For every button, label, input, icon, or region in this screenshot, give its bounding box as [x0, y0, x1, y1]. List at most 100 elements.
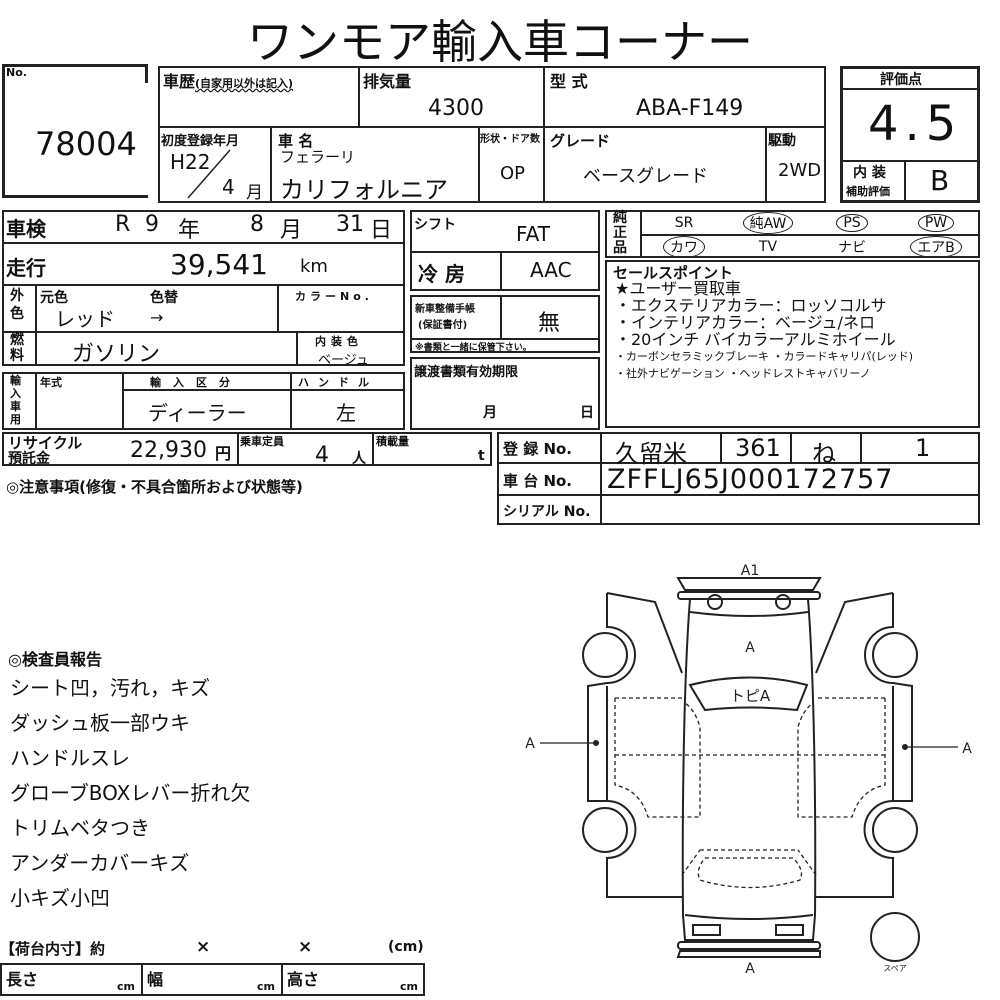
- option-cell: エアB: [894, 235, 978, 259]
- left-damage-dot: [593, 740, 599, 746]
- day-unit: 日: [370, 218, 393, 243]
- divider: [790, 432, 792, 462]
- option-2: PS: [836, 214, 868, 232]
- sales-point-line: ・カーボンセラミックブレーキ ・カラードキャリパ(レッド): [615, 350, 914, 363]
- report-line: シート凹，汚れ，キズ: [10, 676, 210, 700]
- rating-label: 評価点: [880, 72, 922, 88]
- divider: [840, 88, 980, 90]
- vehicle-header-table: [158, 66, 826, 203]
- details-table: [2, 210, 405, 366]
- diagram-label-spare: スペア: [883, 964, 906, 973]
- yen: 円: [215, 444, 232, 463]
- doors-value: OP: [500, 163, 526, 184]
- manual-table: [410, 295, 600, 353]
- option-5: TV: [758, 239, 778, 255]
- divider: [122, 372, 124, 430]
- divider: [35, 372, 37, 430]
- orig-color-label: 元色: [40, 290, 68, 306]
- divider: [277, 284, 279, 331]
- interior-color-label: 内装色: [315, 335, 363, 348]
- manual-label-2: (保証書付): [418, 320, 468, 331]
- cargo-table: [0, 963, 425, 996]
- transfer-label: 譲渡書類有効期限: [414, 365, 519, 380]
- divider: [122, 389, 405, 391]
- date-slash: [187, 149, 231, 199]
- exterior-label: 外色: [10, 288, 24, 322]
- person-unit: 人: [352, 451, 366, 467]
- sales-point-line: ・20インチ バイカラーアルミホイール: [615, 330, 896, 349]
- drive-label: 駆動: [768, 133, 796, 149]
- mileage-value: 39,541: [170, 248, 268, 281]
- chassis-no-label: 車 台 No.: [503, 472, 573, 490]
- divider: [358, 66, 360, 127]
- year-unit: 年: [178, 218, 201, 243]
- option-4: カワ: [663, 236, 705, 258]
- handle-label: ハンドル: [298, 376, 378, 389]
- car-name-label: 車 名: [278, 132, 314, 150]
- divider: [290, 372, 292, 430]
- history-label: 車歴: [163, 72, 196, 91]
- length-label: 長さ: [6, 970, 39, 989]
- diagram-label-right: A: [962, 741, 972, 757]
- divider: [372, 432, 374, 466]
- sales-points-box: [605, 260, 980, 428]
- model-year-label: 年式: [40, 376, 62, 389]
- option-cell: PW: [894, 211, 978, 235]
- first-reg-month: 4: [222, 175, 235, 199]
- displacement-label: 排気量: [363, 72, 412, 91]
- divider: [497, 462, 980, 464]
- divider: [145, 67, 148, 83]
- diagram-label-left: A: [525, 736, 535, 752]
- displacement-value: 4300: [428, 96, 484, 121]
- option-cell: PS: [810, 211, 894, 235]
- divider: [270, 126, 272, 203]
- width-label: 幅: [147, 970, 164, 989]
- recycle-label-2: 預託金: [8, 451, 50, 467]
- model-code-value: ABA-F149: [636, 96, 744, 121]
- sales-point-line: ・インテリアカラー：ベージュ/ネロ: [615, 313, 875, 332]
- length-unit: cm: [117, 980, 135, 993]
- divider: [281, 963, 283, 996]
- report-line: トリムベタつき: [10, 816, 150, 840]
- maker: フェラーリ: [280, 148, 356, 166]
- color-change-label: 色替: [150, 290, 178, 306]
- reg-class: 361: [735, 434, 781, 462]
- divider: [904, 160, 906, 203]
- report-line: ダッシュ板一部ウキ: [10, 711, 190, 735]
- divider: [720, 432, 722, 462]
- grade-label: グレード: [550, 132, 611, 150]
- reg-kana: ね: [812, 440, 836, 468]
- car-body: [582, 577, 920, 962]
- lot-number-box: [2, 64, 148, 198]
- cargo-unit: (cm): [388, 939, 424, 955]
- rating-score: 4.5: [868, 96, 963, 152]
- divider: [478, 126, 480, 203]
- sales-points-label: セールスポイント: [613, 264, 734, 282]
- inspection-label: 車検: [6, 217, 46, 241]
- cargo-x2: ×: [298, 937, 313, 957]
- month-unit-2: 月: [280, 218, 303, 243]
- history-note: (自家用以外は記入): [195, 77, 294, 90]
- divider: [410, 338, 600, 340]
- option-6: ナビ: [838, 240, 866, 256]
- divider: [765, 126, 767, 203]
- first-reg-year: H22: [170, 150, 211, 174]
- recycle-table: [2, 432, 492, 466]
- shift-label: シフト: [414, 217, 456, 233]
- reg-region: 久留米: [615, 440, 687, 468]
- fuel-value: ガソリン: [72, 342, 161, 367]
- no-label: No.: [6, 66, 27, 79]
- doors-label: 形状・ドア数: [480, 134, 540, 145]
- diagram-label-windshield: トピA: [730, 687, 771, 705]
- inspection-year: 9: [145, 212, 159, 237]
- option-0: SR: [674, 215, 694, 231]
- ac-label: 冷 房: [418, 262, 465, 286]
- divider: [2, 331, 405, 333]
- option-cell: TV: [726, 235, 810, 259]
- divider: [497, 494, 980, 496]
- mileage-unit: km: [300, 256, 328, 277]
- divider: [158, 126, 826, 128]
- reg-no-label: 登 録 No.: [503, 440, 573, 458]
- transfer-month: 月: [483, 405, 497, 421]
